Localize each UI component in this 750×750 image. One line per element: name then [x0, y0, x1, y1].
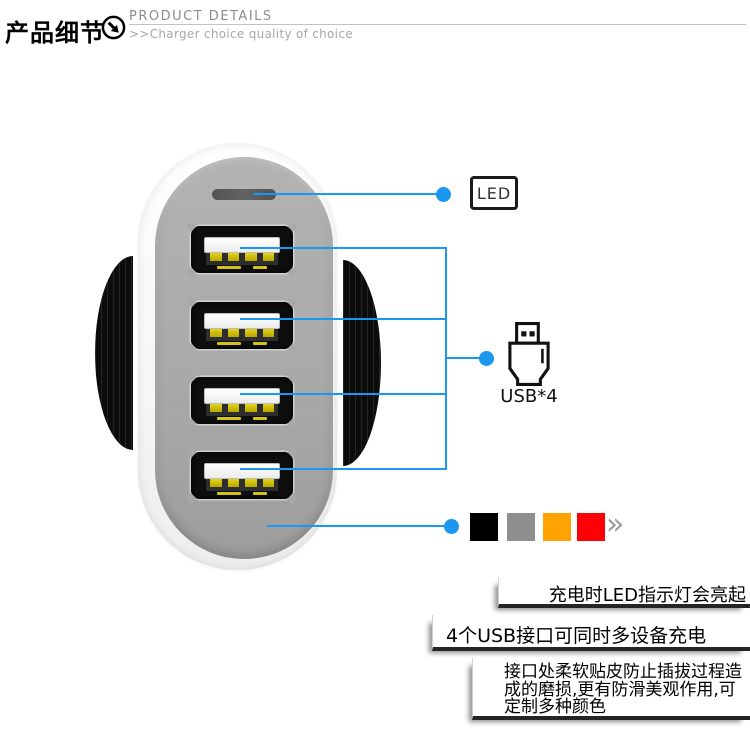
port-connector-tab [204, 237, 280, 253]
led-label: LED [476, 183, 512, 203]
port-pin-strip [253, 266, 267, 269]
charger-right-grip [343, 260, 381, 466]
color-swatch-black [470, 513, 498, 541]
led-label-box: LED [470, 176, 518, 210]
led-callout-dot [436, 187, 451, 202]
port-pin-strip [217, 342, 241, 345]
color-swatch-gray [507, 513, 535, 541]
port-contact-housing [206, 404, 278, 416]
charger-left-grip [95, 256, 133, 450]
usb-callout-line [447, 357, 483, 359]
circled-arrow-down-right-icon [101, 15, 126, 40]
colors-callout-dot [444, 519, 459, 534]
port-pins [210, 253, 274, 261]
port-contact-housing [206, 479, 278, 491]
port1-callout-line [240, 247, 447, 249]
usb-count-label: USB*4 [500, 386, 558, 407]
port-pin-strip [217, 492, 241, 495]
port-connector-tab [204, 313, 280, 329]
usb-port [186, 447, 298, 504]
usb-port [186, 221, 298, 278]
color-swatch-orange [543, 513, 571, 541]
port-pin-strip [253, 492, 267, 495]
port-pins [210, 329, 274, 337]
port-pins [210, 404, 274, 412]
header-divider [129, 24, 746, 25]
usb-port [186, 372, 298, 429]
port4-callout-line [240, 468, 447, 470]
page-title: 产品细节 [5, 19, 105, 47]
led-indicator-slot [212, 189, 276, 200]
more-colors-chevron-icon: » [606, 507, 625, 542]
feature-grip-text: 接口处柔软贴皮防止插拔过程造成的磨损,更有防滑美观作用,可定制多种颜色 [472, 658, 750, 720]
usb-plug-icon [507, 322, 551, 386]
usb-port [186, 297, 298, 354]
feature-usb-text: 4个USB接口可同时多设备充电 [432, 615, 750, 651]
port-pin-strip [217, 417, 241, 420]
port2-callout-line [240, 318, 447, 320]
port3-callout-line [240, 393, 447, 395]
callout-connector-line [445, 247, 447, 470]
port-contact-housing [206, 329, 278, 341]
led-callout-line [253, 193, 440, 195]
page-title-english: PRODUCT DETAILS [129, 9, 273, 24]
port-pin-strip [253, 417, 267, 420]
port-connector-tab [204, 463, 280, 479]
usb-callout-dot [479, 351, 494, 366]
color-swatch-red [577, 513, 605, 541]
feature-led-text: 充电时LED指示灯会亮起 [498, 577, 750, 608]
page-subtitle: >>Charger choice quality of choice [129, 27, 353, 41]
port-pins [210, 479, 274, 487]
colors-callout-line [267, 525, 448, 527]
port-contact-housing [206, 253, 278, 265]
port-connector-tab [204, 388, 280, 404]
port-pin-strip [253, 342, 267, 345]
port-pin-strip [217, 266, 241, 269]
